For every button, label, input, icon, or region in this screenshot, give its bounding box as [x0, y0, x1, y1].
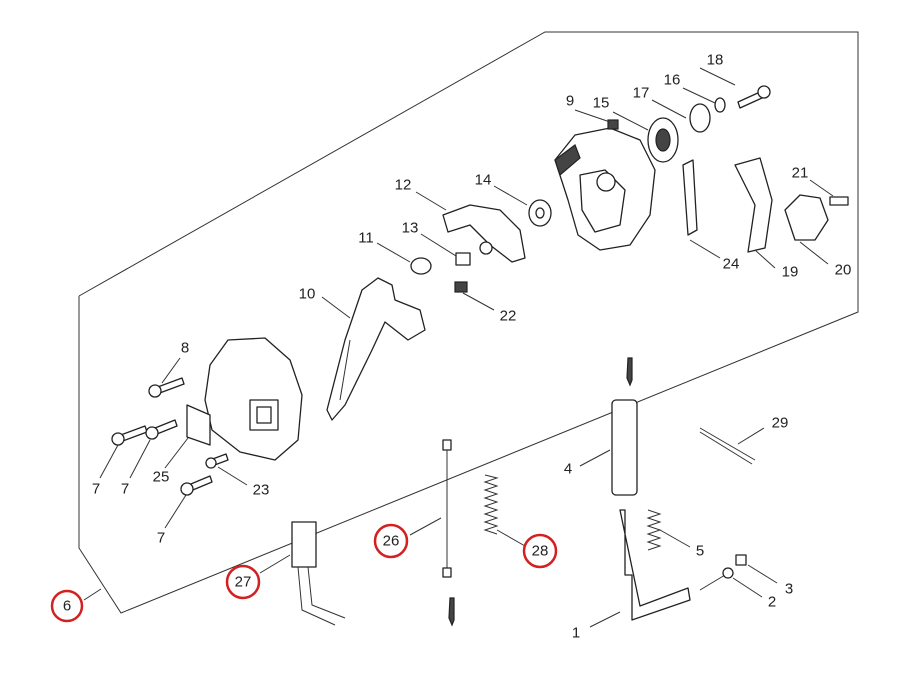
brake-lever-part	[326, 277, 426, 421]
part-label: 7	[121, 481, 129, 498]
housing-part	[554, 127, 656, 251]
bolt-7b-part	[145, 419, 178, 440]
washer-14-part	[528, 199, 552, 227]
part-label: 29	[772, 415, 789, 432]
part-label: 15	[593, 95, 610, 112]
highlighted-label-6: 6	[50, 589, 84, 623]
highlighted-label-26: 26	[373, 523, 409, 559]
part-label: 13	[402, 220, 419, 237]
nut-22-part	[454, 281, 468, 293]
part-label: 9	[566, 93, 574, 110]
part-label: 6	[63, 598, 71, 615]
gasket-25-part	[186, 404, 211, 446]
lever-arm-part	[442, 204, 526, 263]
part-label: 4	[564, 461, 572, 478]
part-label: 10	[299, 286, 316, 303]
brake-switch-part	[291, 521, 346, 626]
part-label: 19	[782, 264, 799, 281]
washer-part	[689, 103, 711, 133]
assembly-boundary	[78, 31, 859, 614]
nut-13-part	[455, 252, 471, 266]
part-label: 14	[475, 172, 492, 189]
part-label: 25	[153, 469, 170, 486]
part-label: 7	[92, 481, 100, 498]
part-label: 1	[572, 625, 580, 642]
cable-tie-part	[699, 427, 756, 465]
fitting-2-part	[699, 567, 734, 591]
bolt-8-part	[148, 377, 185, 398]
pushrod-part	[442, 439, 452, 578]
shim-part	[682, 159, 698, 236]
part-label: 20	[835, 262, 852, 279]
part-label: 2	[768, 594, 776, 611]
cap-part	[784, 194, 829, 241]
part-label: 24	[723, 256, 740, 273]
part-label: 16	[664, 72, 681, 89]
part-label: 28	[532, 543, 549, 560]
part-label: 18	[707, 52, 724, 69]
part-label: 27	[235, 574, 252, 591]
part-label: 26	[383, 533, 400, 550]
part-label: 23	[253, 482, 270, 499]
nut-part	[607, 119, 619, 130]
part-label: 17	[633, 85, 650, 102]
bearing-part	[647, 117, 679, 163]
arrow-down-icon	[626, 357, 633, 387]
arrow-down-icon	[448, 597, 455, 627]
master-cylinder-part	[204, 337, 303, 461]
highlighted-label-27: 27	[225, 564, 261, 600]
screw-23-part	[205, 453, 229, 469]
part-label: 12	[395, 177, 412, 194]
part-label: 11	[358, 230, 374, 247]
part-label: 7	[157, 530, 165, 547]
spring-11-part	[410, 257, 432, 275]
part-label: 8	[181, 340, 189, 357]
screw-part	[829, 196, 849, 206]
reservoir-part	[611, 399, 638, 496]
part-label: 22	[500, 308, 517, 325]
bolt-part	[737, 85, 771, 109]
part-label: 3	[785, 581, 793, 598]
highlighted-label-28: 28	[522, 533, 558, 569]
part-label: 5	[696, 543, 704, 560]
spring-part	[483, 474, 499, 535]
hose-part	[619, 509, 691, 621]
part-label: 21	[792, 165, 809, 182]
cover-plate-part	[734, 157, 773, 253]
bolt-7a-part	[111, 425, 148, 446]
bolt-7c-part	[180, 475, 213, 496]
small-washer-part	[714, 97, 726, 113]
leader-lines	[83, 67, 834, 628]
spring-5-part	[646, 509, 662, 551]
nut-3-part	[735, 554, 747, 566]
